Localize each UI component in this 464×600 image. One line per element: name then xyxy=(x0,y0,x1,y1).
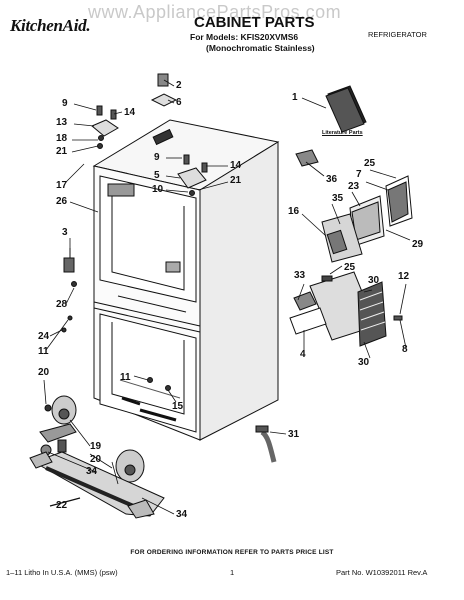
kick-plate-grille xyxy=(29,451,165,519)
footer-litho: 1–11 Litho In U.S.A. (MMS) (psw) xyxy=(6,568,118,577)
bottom-hinge-parts xyxy=(39,377,171,502)
callout-5: 5 xyxy=(154,170,160,181)
callout-14-right: 14 xyxy=(230,160,242,171)
callout-11-lower: 11 xyxy=(120,372,131,383)
callout-30: 30 xyxy=(368,275,380,286)
cabinet-body xyxy=(92,119,280,441)
callout-9: 9 xyxy=(62,98,68,109)
callout-1: 1 xyxy=(292,92,298,103)
callout-34-lower: 34 xyxy=(176,509,188,520)
left-side-parts xyxy=(44,248,77,412)
callout-22: 22 xyxy=(56,500,68,511)
models-line: For Models: KFIS20XVMS6 xyxy=(190,32,299,42)
filter-housing xyxy=(295,149,413,263)
hinge-pin-top xyxy=(150,73,178,107)
leader-lines xyxy=(43,79,411,515)
top-hinge-right xyxy=(177,154,208,196)
footer-part-number: Part No. W10392011 Rev.A xyxy=(336,568,428,577)
callout-9-right: 9 xyxy=(154,152,160,163)
callout-17: 17 xyxy=(56,180,68,191)
literature-parts-label: Literature Parts xyxy=(322,130,363,136)
callout-21: 21 xyxy=(56,146,68,157)
callout-16: 16 xyxy=(288,206,300,217)
callout-25-lower: 25 xyxy=(344,262,356,273)
callout-11: 11 xyxy=(38,346,49,357)
callout-28: 28 xyxy=(56,299,68,310)
callout-25: 25 xyxy=(364,158,376,169)
top-hinge-left xyxy=(91,105,119,149)
callout-29: 29 xyxy=(412,239,424,250)
callout-30-lower: 30 xyxy=(358,357,370,368)
watermark-text: www.AppliancePartsPros.com xyxy=(88,2,342,22)
callout-33: 33 xyxy=(294,270,306,281)
callout-14: 14 xyxy=(124,107,136,118)
category-label: REFRIGERATOR xyxy=(368,30,427,39)
callout-34: 34 xyxy=(86,466,98,477)
ordering-info: FOR ORDERING INFORMATION REFER TO PARTS … xyxy=(130,549,334,556)
callout-35: 35 xyxy=(332,193,344,204)
callout-12: 12 xyxy=(398,271,410,282)
callout-18: 18 xyxy=(56,133,68,144)
callout-21-right: 21 xyxy=(230,175,242,186)
callout-26: 26 xyxy=(56,196,68,207)
callout-3: 3 xyxy=(62,227,68,238)
callout-7: 7 xyxy=(356,169,362,180)
callout-8: 8 xyxy=(402,344,408,355)
footer-page-number: 1 xyxy=(230,568,235,577)
callout-2: 2 xyxy=(176,80,182,91)
color-line: (Monochromatic Stainless) xyxy=(206,43,315,53)
callout-31: 31 xyxy=(288,429,300,440)
tube-part xyxy=(255,425,277,463)
lower-vent-assembly xyxy=(289,271,403,347)
callout-20-lower: 20 xyxy=(90,454,102,465)
callout-23: 23 xyxy=(348,181,360,192)
callout-4: 4 xyxy=(300,349,306,360)
callout-13: 13 xyxy=(56,117,68,128)
callout-36: 36 xyxy=(326,174,338,185)
brand-logo: KitchenAid. xyxy=(10,16,91,35)
callout-10: 10 xyxy=(152,184,164,195)
callout-15: 15 xyxy=(172,401,184,412)
page-title: CABINET PARTS xyxy=(194,14,315,31)
callout-19: 19 xyxy=(90,441,102,452)
literature-booklet xyxy=(325,85,367,133)
callout-24: 24 xyxy=(38,331,50,342)
callout-6: 6 xyxy=(176,97,182,108)
callout-20: 20 xyxy=(38,367,50,378)
